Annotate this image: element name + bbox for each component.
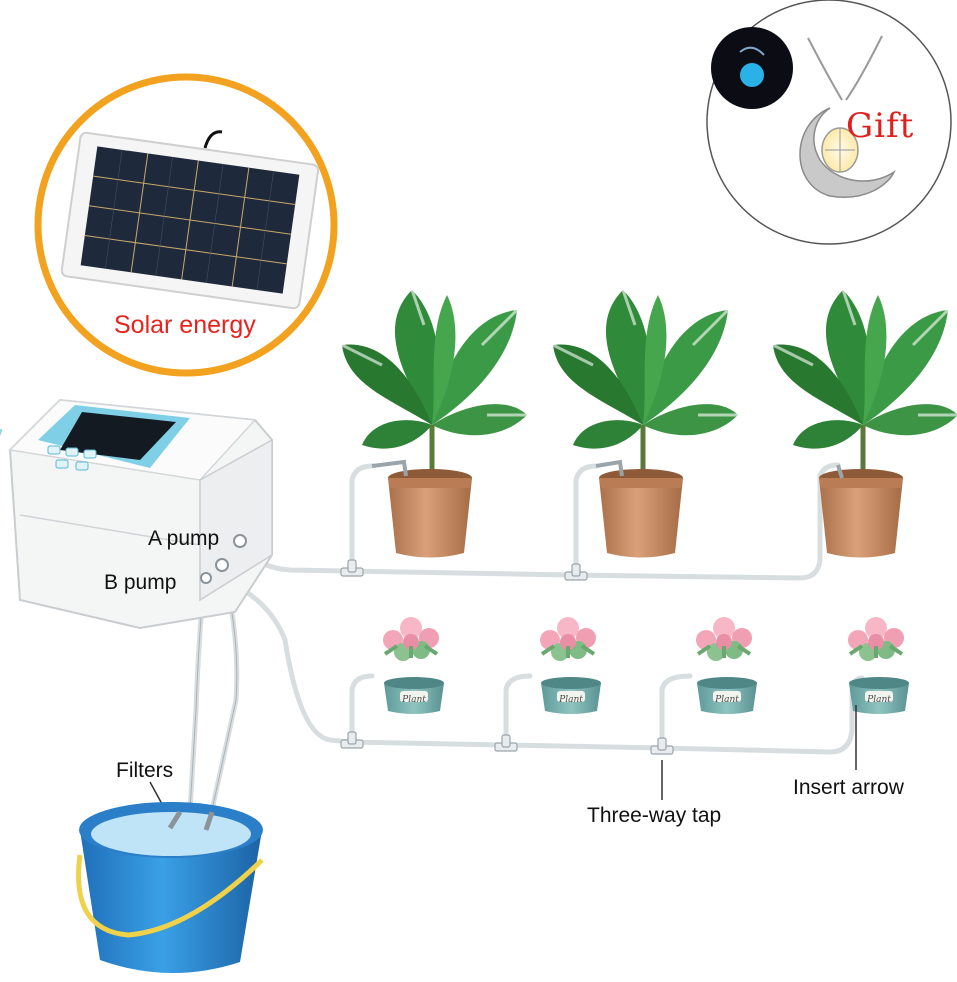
b-pump-label: B pump <box>104 571 177 594</box>
water-bucket <box>76 802 264 974</box>
solar-energy-label: Solar energy <box>114 311 256 339</box>
tubing <box>187 462 865 813</box>
monstera-plant-2 <box>553 290 738 558</box>
pot-label: Plant <box>558 695 583 705</box>
pot-label: Plant <box>866 695 891 705</box>
monstera-plant-3 <box>773 290 957 558</box>
gift-label: Gift <box>846 106 915 146</box>
pot-label: Plant <box>401 695 426 705</box>
insert-arrow-label: Insert arrow <box>793 776 904 799</box>
pot-label: Plant <box>714 695 739 705</box>
solar-panel-inset <box>34 73 338 377</box>
three-way-tap-label: Three-way tap <box>587 804 722 827</box>
pointer-lines <box>149 705 857 816</box>
monstera-plant-1 <box>342 290 527 558</box>
irrigation-controller <box>0 398 273 630</box>
drip-stakes-top <box>371 459 844 479</box>
pot-label-text: Plant Plant Plant Plant <box>401 695 891 705</box>
gift-necklace-inset <box>706 0 952 245</box>
a-pump-label: A pump <box>148 527 220 550</box>
filters-label: Filters <box>116 759 174 782</box>
